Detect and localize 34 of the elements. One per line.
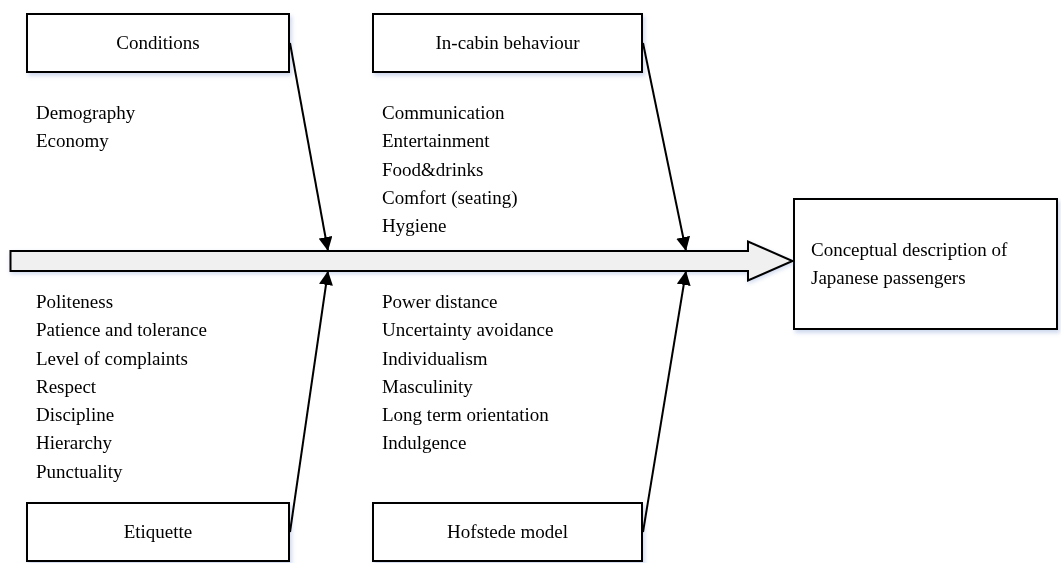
box-label: Conceptual description of Japanese passengers: [811, 238, 1009, 290]
factor-text: Discipline: [36, 403, 116, 428]
factor-text: Hygiene: [382, 214, 448, 239]
factor-text: Comfort (seating): [382, 185, 518, 210]
factor-text: Long term orientation: [382, 403, 550, 428]
arrow: [289, 270, 333, 533]
box-label: Etiquette: [123, 520, 193, 544]
box-label: In-cabin behaviour: [435, 31, 580, 55]
factor-text: Hierarchy: [36, 431, 113, 456]
factor-text: Power distance: [382, 290, 499, 314]
factor-text: Punctuality: [36, 459, 124, 484]
box-label: Conditions: [116, 31, 200, 55]
factor-text: Respect: [36, 374, 98, 399]
factor-text: Level of complaints: [36, 346, 189, 371]
factor-text: Uncertainty avoidance: [382, 318, 554, 343]
category-box: [372, 502, 643, 562]
factor-text: Economy: [36, 129, 110, 154]
category-box: [26, 502, 290, 562]
factor-text: Entertainment: [382, 129, 491, 154]
category-box: [26, 13, 290, 73]
factor-text: Patience and tolerance: [36, 318, 207, 343]
factor-text: Masculinity: [382, 374, 474, 399]
arrow: [642, 270, 691, 533]
factor-text: Politeness: [36, 290, 115, 314]
box-label: Hofstede model: [447, 520, 568, 544]
category-box: [372, 13, 643, 73]
arrow: [642, 42, 690, 252]
factor-text: Indulgence: [382, 431, 468, 456]
factor-text: Food&drinks: [382, 157, 485, 182]
factor-text: Demography: [36, 101, 136, 125]
factor-text: Communication: [382, 101, 506, 125]
arrow: [289, 42, 333, 252]
outcome-box: [793, 198, 1058, 330]
factor-text: Individualism: [382, 346, 489, 371]
